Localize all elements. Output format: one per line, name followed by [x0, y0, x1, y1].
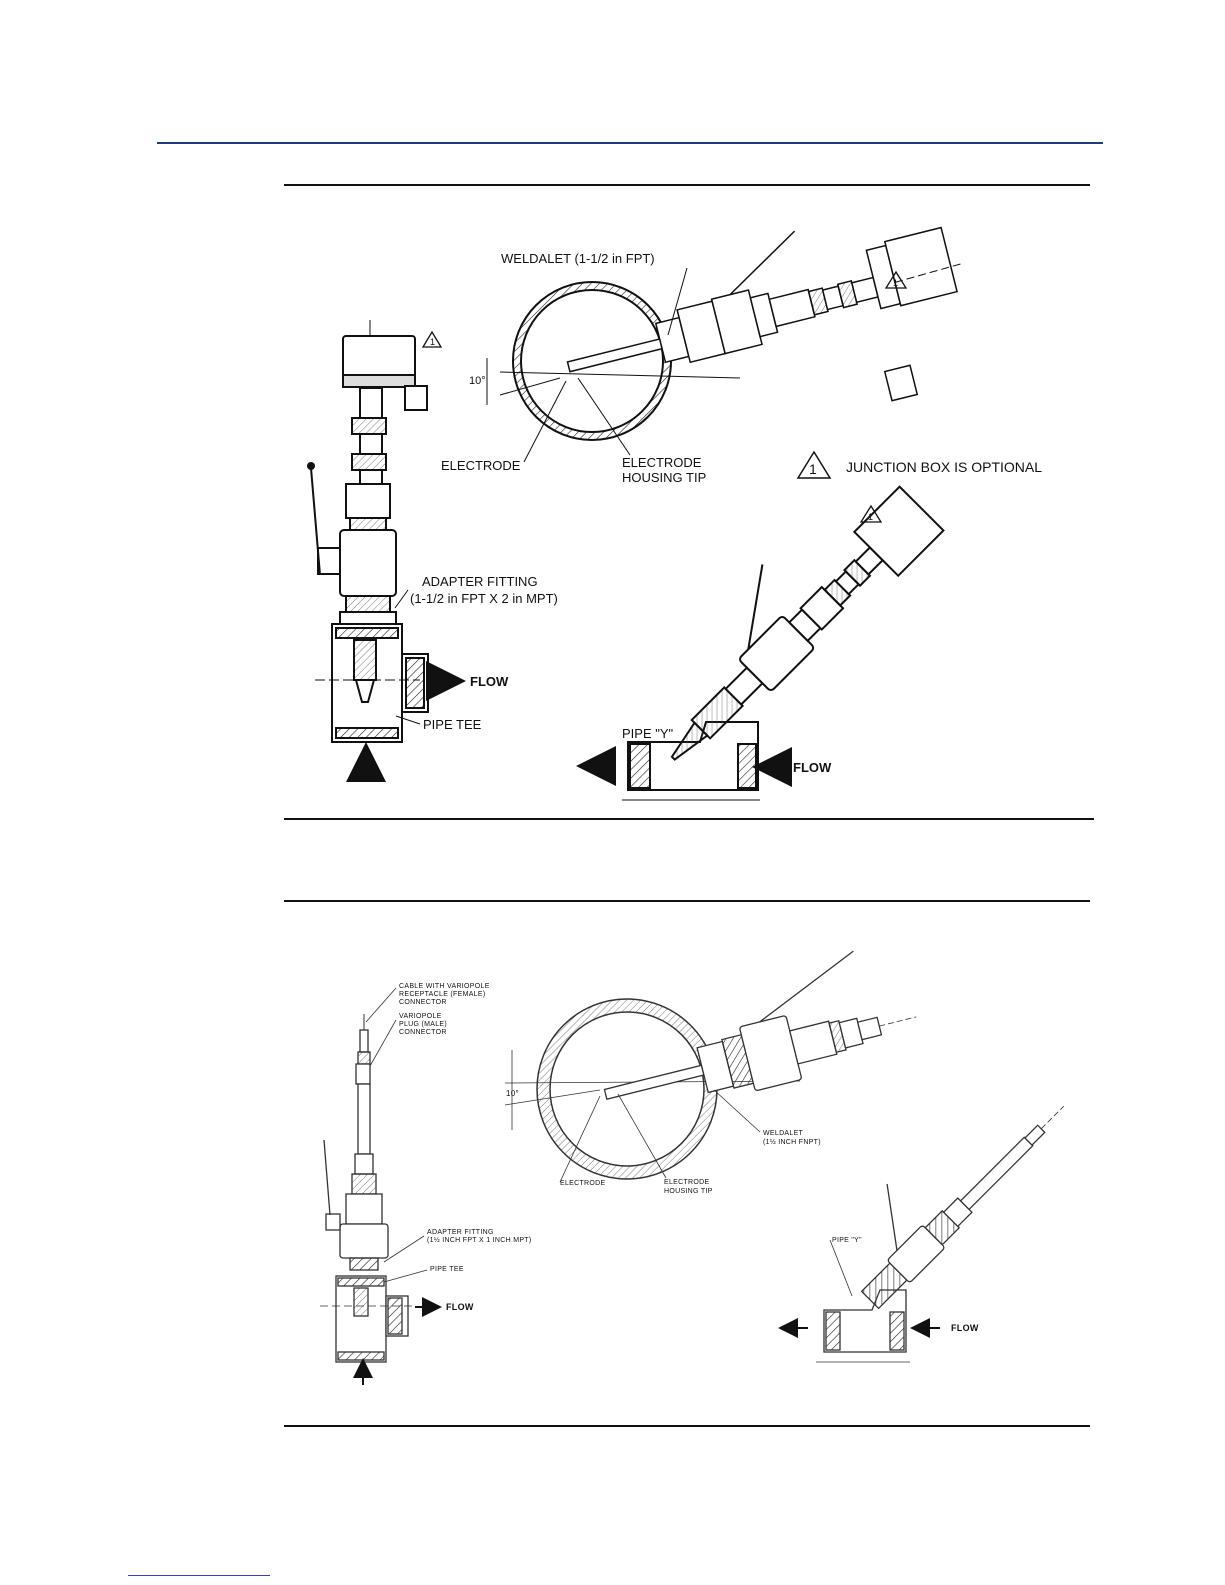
fig2-vertical-tee-assembly	[320, 1014, 412, 1380]
fig2-plug-label-3: CONNECTOR	[399, 1029, 447, 1036]
fig2-cable-leader	[365, 987, 397, 1023]
fig1-housing-tip-label-1: ELECTRODE	[622, 455, 702, 470]
fig1-note-number: 1	[809, 461, 817, 477]
fig1-adapter-label-1: ADAPTER FITTING	[422, 574, 538, 589]
fig2-weldalet-label-2: (1½ INCH FNPT)	[763, 1138, 821, 1146]
note-warning-triangle-icon	[796, 450, 832, 479]
figure1-bottom-rule	[284, 818, 1094, 820]
fig2-pipe-y-label: PIPE "Y"	[832, 1237, 862, 1244]
fig2-pipe-crosssection	[504, 950, 917, 1180]
fig2-pipe-y-leader	[829, 1239, 853, 1297]
fig1-pipe-crosssection	[499, 226, 963, 441]
fig2-cable-label-2: RECEPTACLE (FEMALE)	[399, 991, 485, 998]
fig1-note: 1 JUNCTION BOX IS OPTIONAL	[796, 450, 1042, 479]
header-rule	[157, 142, 1103, 144]
figure2-bottom-rule	[284, 1425, 1090, 1427]
fig2-pipe-tee-leader	[383, 1269, 428, 1283]
svg-text:1: 1	[893, 278, 898, 288]
fig2-pipe-tee-label: PIPE TEE	[430, 1266, 464, 1273]
fig2-cable-label-3: CONNECTOR	[399, 999, 447, 1006]
figure1-top-rule	[284, 184, 1090, 186]
fig1-housing-tip-leader	[577, 377, 631, 456]
figure1: FLOW ADAPTER FITTING (1-1/2 in FPT X 2 i…	[307, 226, 1042, 801]
fig1-warning-triangle-icon-c: 1	[859, 504, 883, 523]
fig1-flow-y-label: FLOW	[793, 760, 832, 775]
fig2-electrode-label: ELECTRODE	[560, 1180, 606, 1187]
fig1-pipe-y-assembly	[622, 485, 945, 801]
fig2-electrode-leader	[559, 1095, 601, 1183]
fig1-adapter-leader	[394, 589, 409, 609]
fig2-adapter-label-1: ADAPTER FITTING	[427, 1229, 494, 1236]
svg-text:1: 1	[868, 512, 873, 522]
fig2-angle-label: 10°	[506, 1089, 519, 1098]
fig1-warning-triangle-icon-b: 1	[884, 270, 908, 289]
fig2-plug-label-2: PLUG (MALE)	[399, 1021, 447, 1028]
fig2-cable-label-1: CABLE WITH VARIOPOLE	[399, 983, 490, 990]
svg-text:1: 1	[430, 337, 435, 347]
fig1-flow-tee-label: FLOW	[470, 674, 509, 689]
fig1-electrode-label: ELECTRODE	[441, 458, 521, 473]
fig2-weldalet-leader	[713, 1089, 761, 1133]
figure2: FLOW CABLE WITH VARIOPOLE RECEPTACLE (FE…	[320, 950, 1065, 1385]
fig1-weldalet-label: WELDALET (1-1/2 in FPT)	[501, 251, 655, 266]
fig1-weldalet-leader	[667, 267, 688, 336]
fig2-flow-tee-label: FLOW	[446, 1302, 474, 1312]
fig2-flow-y-label: FLOW	[951, 1323, 979, 1333]
fig2-housing-tip-leader	[617, 1093, 667, 1179]
fig2-plug-label-1: VARIOPOLE	[399, 1013, 442, 1020]
fig2-housing-tip-label-2: HOUSING TIP	[664, 1188, 713, 1195]
figure2-top-rule	[284, 900, 1090, 902]
fig1-warning-triangle-icon-a: 1	[421, 330, 443, 348]
fig1-pipe-tee-leader	[395, 715, 421, 725]
fig2-weldalet-label-1: WELDALET	[763, 1130, 804, 1137]
fig2-housing-tip-label-1: ELECTRODE	[664, 1179, 710, 1186]
fig1-housing-tip-label-2: HOUSING TIP	[622, 470, 706, 485]
footer-link-rule	[128, 1575, 270, 1576]
fig1-note-text: JUNCTION BOX IS OPTIONAL	[846, 459, 1042, 475]
fig2-adapter-label-2: (1½ INCH FPT X 1 INCH MPT)	[427, 1236, 532, 1244]
fig1-vertical-tee-assembly	[307, 320, 429, 743]
fig1-electrode-leader	[523, 380, 567, 463]
fig1-angle-label: 10°	[469, 375, 486, 387]
fig1-pipe-tee-label: PIPE TEE	[423, 717, 482, 732]
fig1-adapter-label-2: (1-1/2 in FPT X 2 in MPT)	[410, 591, 558, 606]
fig2-pipe-y-assembly	[816, 1105, 1065, 1363]
fig2-adapter-leader	[383, 1235, 425, 1263]
fig2-plug-leader	[369, 1019, 397, 1067]
fig1-pipe-y-label: PIPE "Y"	[622, 726, 674, 741]
